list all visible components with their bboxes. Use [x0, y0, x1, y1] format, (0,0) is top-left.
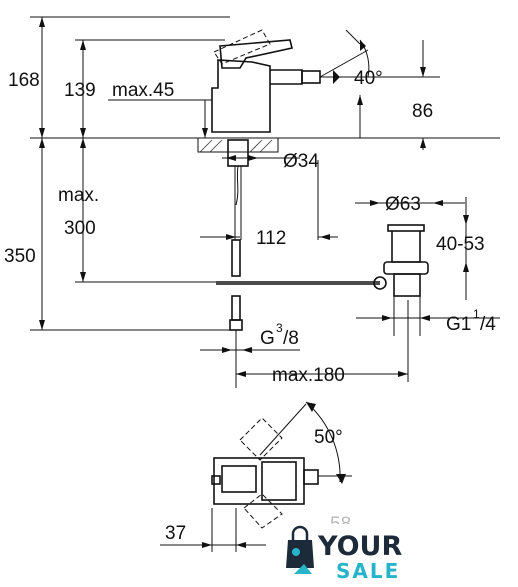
dim-max-180: max.180 [272, 365, 345, 386]
dim-dia-63: Ø63 [385, 194, 421, 215]
svg-text:G: G [260, 328, 275, 349]
yoursale-logo: YOUR SALE [282, 524, 418, 583]
svg-text:/4: /4 [480, 314, 496, 335]
dim-g-3-8: G 3 /8 [260, 321, 299, 349]
svg-text:1: 1 [473, 307, 480, 321]
svg-text:3: 3 [276, 321, 283, 335]
dim-angle-50: 50° [314, 427, 343, 448]
dim-350: 350 [4, 246, 36, 267]
dim-139: 139 [64, 80, 96, 101]
svg-text:G1: G1 [446, 314, 471, 335]
logo-word-top: YOUR [317, 531, 402, 562]
side-elevation [30, 16, 500, 388]
dim-max-label: max. [58, 185, 99, 206]
dim-max45: max.45 [112, 80, 174, 101]
dim-dia-34: Ø34 [283, 151, 319, 172]
dim-300: 300 [64, 218, 96, 239]
logo-word-bottom: SALE [336, 559, 400, 583]
svg-text:/8: /8 [283, 328, 299, 349]
dim-40-53: 40-53 [436, 234, 485, 255]
dim-37: 37 [165, 523, 186, 544]
dim-g1-1-4: G1 1 /4 [446, 307, 496, 335]
dim-112: 112 [256, 228, 286, 249]
plan-view [160, 401, 352, 552]
dim-168: 168 [8, 70, 40, 91]
dim-86: 86 [412, 101, 433, 122]
shopping-bag-icon [286, 525, 314, 574]
dim-angle-40: 40° [354, 68, 383, 89]
